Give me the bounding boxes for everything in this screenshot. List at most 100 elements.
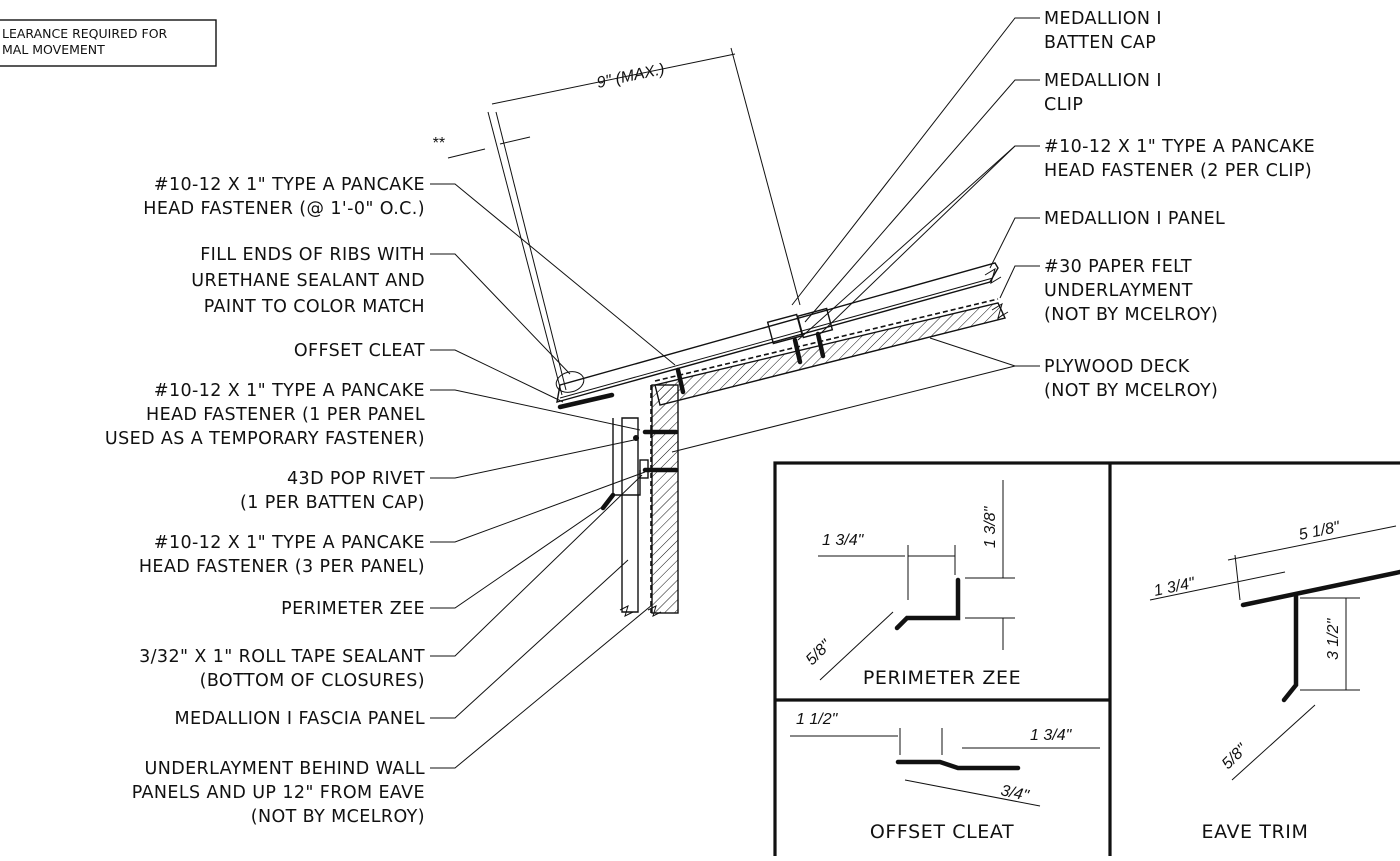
leader: [430, 504, 606, 609]
roof-panel-rib: [559, 277, 994, 399]
dim-clear-left: [447, 148, 486, 159]
leader: [430, 183, 676, 366]
eave-dim-3-1-2: 3 1/2": [1325, 617, 1342, 660]
fastener-clip-1: [792, 337, 803, 365]
callout-wall-underlayment-line-3: (NOT BY MCELROY): [251, 807, 425, 827]
callout-rib-sealant-line-2: URETHANE SEALANT AND: [191, 271, 425, 291]
cleat-dim-1-1-2: 1 1/2": [796, 711, 839, 728]
callout-fascia-panel: MEDALLION I FASCIA PANEL: [175, 559, 629, 729]
callout-clip-line-2: CLIP: [1044, 95, 1083, 115]
deck-break-line: [647, 605, 662, 617]
leader-2: [671, 365, 1016, 453]
callout-pop-rivet: 43D POP RIVET (1 PER BATTEN CAP): [240, 439, 635, 513]
leader: [804, 79, 1040, 323]
callout-perimeter-zee-line-1: PERIMETER ZEE: [281, 599, 425, 619]
callout-felt-line-2: UNDERLAYMENT: [1044, 281, 1193, 301]
fascia-panel: [621, 417, 639, 613]
cleat-offset-dim: [904, 779, 1041, 807]
eave-dim-5-1-8: 5 1/8": [1297, 518, 1342, 543]
note-line-1: LEARANCE REQUIRED FOR: [2, 26, 168, 41]
tape-sealant: [639, 459, 649, 479]
callout-fastener-oc-line-2: HEAD FASTENER (@ 1'-0" O.C.): [143, 199, 425, 219]
offset-cleat-heavy: [557, 392, 615, 410]
dim-clear-right: [499, 136, 531, 145]
callout-offset-cleat-line-1: OFFSET CLEAT: [294, 341, 425, 361]
dim-clearance: **: [432, 135, 445, 152]
callout-batten-cap-line-2: BATTEN CAP: [1044, 33, 1156, 53]
leader-2: [819, 145, 1016, 335]
rib-sealant: [555, 371, 585, 393]
perimeter-zee-detail: 1 3/4" 1 3/8" 5/8" PERIMETER ZEE: [803, 480, 1021, 689]
dim-9in-max: 9" (MAX.): [595, 61, 666, 92]
callout-perimeter-zee: PERIMETER ZEE: [281, 504, 606, 619]
detail-boxes: 1 3/4" 1 3/8" 5/8" PERIMETER ZEE 1 1/2" …: [773, 461, 1400, 861]
fastener-panel: [675, 367, 686, 395]
plywood-deck: [654, 302, 1006, 406]
detail-frame: [773, 461, 1400, 861]
main-assembly: 9" (MAX.) **: [432, 47, 1009, 617]
callout-rib-sealant: FILL ENDS OF RIBS WITH URETHANE SEALANT …: [191, 245, 571, 375]
eave-dim-left: [1149, 571, 1286, 601]
eave-dim-1-3-4: 1 3/4": [1152, 574, 1197, 599]
callout-rib-sealant-line-1: FILL ENDS OF RIBS WITH: [200, 245, 425, 265]
zee-profile: [894, 577, 961, 631]
eave-dim-top: [1227, 525, 1397, 561]
callout-fastener-clip-line-2: HEAD FASTENER (2 PER CLIP): [1044, 161, 1312, 181]
leader: [430, 439, 635, 479]
leader: [430, 559, 629, 719]
callout-batten-cap-line-1: MEDALLION I: [1044, 9, 1162, 29]
leader: [999, 265, 1040, 299]
callout-fastener-temp: #10-12 X 1" TYPE A PANCAKE HEAD FASTENER…: [105, 381, 641, 449]
eave-dim-angle: 5/8": [1219, 740, 1252, 773]
offset-cleat-detail: 1 1/2" 1 3/4" 3/4" OFFSET CLEAT: [790, 711, 1100, 843]
callout-felt-line-1: #30 PAPER FELT: [1044, 257, 1192, 277]
cleat-dim-1-3-4: 1 3/4": [1030, 727, 1073, 744]
callout-fastener-fascia-line-1: #10-12 X 1" TYPE A PANCAKE: [154, 533, 425, 553]
left-callouts: #10-12 X 1" TYPE A PANCAKE HEAD FASTENER…: [105, 175, 676, 827]
ext-line-right: [730, 47, 801, 306]
zee-dim-height: 1 3/8": [982, 505, 999, 548]
callout-fastener-clip: #10-12 X 1" TYPE A PANCAKE HEAD FASTENER…: [797, 137, 1315, 341]
deck-break-line-2: [991, 302, 1009, 320]
callout-deck: PLYWOOD DECK (NOT BY MCELROY): [671, 337, 1218, 453]
callout-fastener-temp-line-3: USED AS A TEMPORARY FASTENER): [105, 429, 425, 449]
right-callouts: MEDALLION I BATTEN CAP MEDALLION I CLIP …: [671, 9, 1315, 453]
callout-tape-sealant-line-1: 3/32" X 1" ROLL TAPE SEALANT: [139, 647, 425, 667]
zee-dim-top: 1 3/4": [822, 532, 865, 549]
perimeter-zee-title: PERIMETER ZEE: [863, 667, 1021, 689]
callout-fastener-oc-line-1: #10-12 X 1" TYPE A PANCAKE: [154, 175, 425, 195]
callout-felt: #30 PAPER FELT UNDERLAYMENT (NOT BY MCEL…: [999, 257, 1218, 325]
callout-deck-line-1: PLYWOOD DECK: [1044, 357, 1190, 377]
note-box: LEARANCE REQUIRED FOR MAL MOVEMENT: [0, 19, 217, 67]
callout-wall-underlayment-line-1: UNDERLAYMENT BEHIND WALL: [145, 759, 425, 779]
eave-fascia-leg: [1281, 593, 1299, 703]
callout-tape-sealant-line-2: (BOTTOM OF CLOSURES): [200, 671, 425, 691]
leader: [430, 389, 641, 431]
zee-dim-angle: 5/8": [803, 636, 836, 669]
callout-clip-line-1: MEDALLION I: [1044, 71, 1162, 91]
fastener-clip-2: [815, 331, 826, 359]
zee-angle-dim: [819, 611, 894, 681]
leader: [989, 217, 1040, 269]
ext-line-left: [487, 111, 563, 396]
callout-fastener-temp-line-2: HEAD FASTENER (1 PER PANEL: [146, 405, 425, 425]
zee-angle-leg: [600, 492, 616, 511]
leader: [929, 337, 1040, 367]
callout-fastener-fascia-line-2: HEAD FASTENER (3 PER PANEL): [139, 557, 425, 577]
callout-panel: MEDALLION I PANEL: [989, 209, 1225, 269]
callout-tape-sealant: 3/32" X 1" ROLL TAPE SEALANT (BOTTOM OF …: [139, 474, 643, 691]
callout-offset-cleat: OFFSET CLEAT: [294, 341, 564, 403]
leader: [430, 471, 646, 543]
callout-felt-line-3: (NOT BY MCELROY): [1044, 305, 1218, 325]
note-line-2: MAL MOVEMENT: [2, 42, 105, 57]
note-frame: [0, 19, 217, 67]
callout-fascia-panel-line-1: MEDALLION I FASCIA PANEL: [175, 709, 425, 729]
leader: [791, 17, 1040, 306]
callout-fastener-oc: #10-12 X 1" TYPE A PANCAKE HEAD FASTENER…: [143, 175, 676, 366]
leader: [430, 253, 571, 375]
wall-sheathing: [651, 384, 679, 614]
leader: [430, 349, 564, 403]
cleat-profile: [895, 759, 1021, 771]
